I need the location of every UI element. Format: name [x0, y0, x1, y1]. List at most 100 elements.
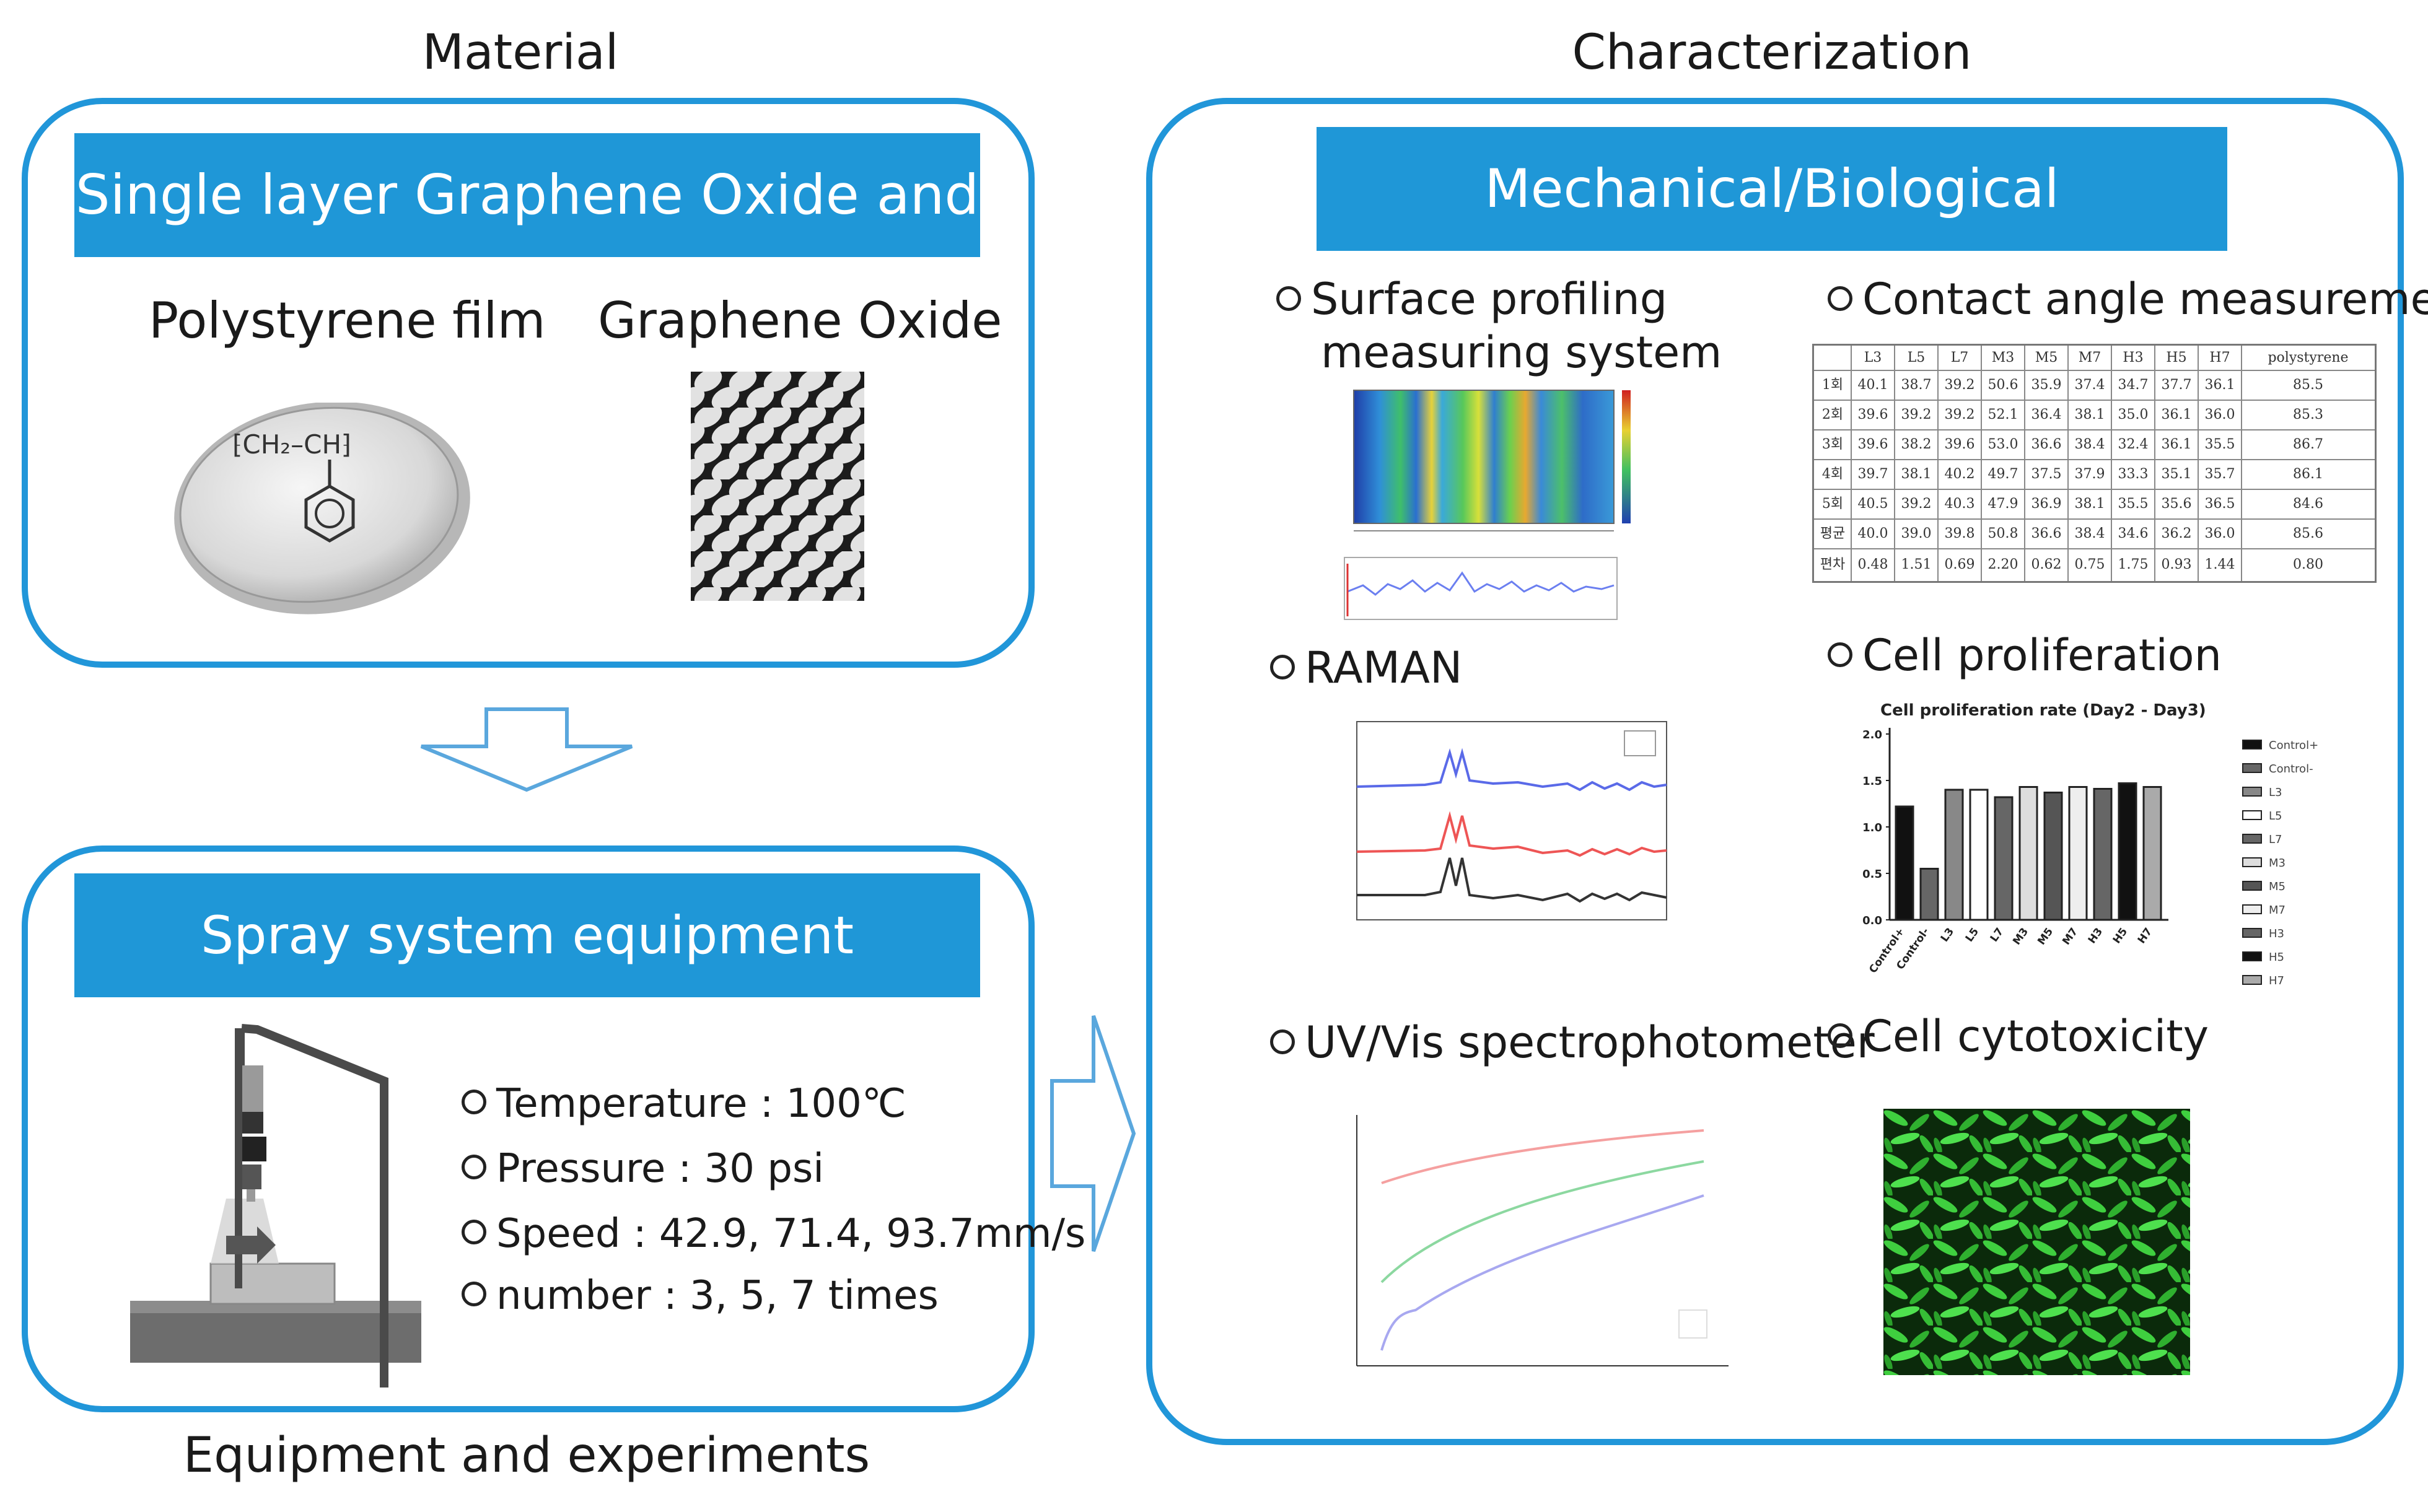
table-header-cell [1814, 346, 1851, 370]
table-cell: 2회 [1821, 407, 1844, 422]
legend-swatch [2242, 787, 2262, 797]
spec-pressure-text: Pressure : 30 psi [496, 1146, 825, 1192]
table-cell: 39.6 [1944, 437, 1975, 452]
bar-l3 [1944, 789, 1964, 921]
table-cell: 36.0 [2204, 526, 2235, 541]
table-cell: 38.4 [2074, 437, 2105, 452]
table-cell: 86.1 [2293, 466, 2323, 482]
table-header-cell: H7 [2209, 350, 2230, 365]
bullet-icon [1276, 286, 1301, 311]
table-cell: 85.3 [2293, 407, 2323, 422]
raman-label: RAMAN [1270, 641, 1462, 694]
spec-temperature-text: Temperature : 100℃ [496, 1081, 906, 1127]
surface-profiling-line1: Surface profiling [1311, 274, 1668, 325]
table-cell: 39.8 [1944, 526, 1975, 541]
bottom-caption: Equipment and experiments [183, 1428, 870, 1484]
bullet-icon [462, 1282, 486, 1307]
proliferation-chart-title: Cell proliferation rate (Day2 - Day3) [1880, 701, 2206, 720]
bullet-icon [1828, 286, 1852, 311]
characterization-banner: Mechanical/Biological characterization [1317, 127, 2227, 344]
table-cell: 36.1 [2161, 437, 2192, 452]
spray-equipment-illustration [130, 1024, 421, 1387]
table-header-cell: M7 [2078, 350, 2101, 365]
table-cell: 35.9 [2031, 377, 2062, 393]
bar-control- [1919, 868, 1939, 921]
legend-label: L7 [2269, 833, 2282, 846]
x-tick-label: M5 [2035, 925, 2056, 947]
table-cell: 40.5 [1857, 496, 1888, 512]
table-cell: 36.2 [2161, 526, 2192, 541]
y-tick-label: 1.5 [1862, 775, 1882, 788]
surface-profiling-label: Surface profiling [1276, 273, 1667, 326]
x-tick-label: L7 [1988, 925, 2006, 944]
table-header-cell: L5 [1907, 350, 1926, 365]
table-cell: 0.80 [2293, 557, 2323, 572]
x-tick-label: H7 [2136, 925, 2155, 946]
table-cell: 36.4 [2031, 407, 2062, 422]
table-cell: 5회 [1821, 496, 1844, 512]
cell-cytotoxicity-label: Cell cytotoxicity [1828, 1010, 2209, 1063]
table-cell: 38.1 [1901, 466, 1932, 482]
table-header-cell: H5 [2166, 350, 2187, 365]
bullet-icon [462, 1090, 486, 1115]
table-cell: 53.0 [1988, 437, 2018, 452]
legend-label: Control+ [2269, 739, 2318, 752]
table-cell: 36.5 [2204, 496, 2235, 512]
y-tick-label: 0.0 [1862, 914, 1882, 927]
table-cell: 36.9 [2031, 496, 2062, 512]
table-cell: 36.1 [2204, 377, 2235, 393]
table-cell: 1.51 [1901, 557, 1932, 572]
characterization-section-title: Characterization [1572, 25, 1972, 81]
x-tick-label: L3 [1939, 925, 1957, 944]
legend-swatch [2242, 763, 2262, 773]
table-cell: 38.1 [2074, 407, 2105, 422]
x-tick-label: L5 [1963, 925, 1981, 944]
table-cell: 40.1 [1857, 377, 1888, 393]
proliferation-bars [1895, 782, 2162, 921]
spec-number: number : 3, 5, 7 times [462, 1273, 939, 1319]
table-cell: 52.1 [1988, 407, 2018, 422]
bullet-icon [462, 1155, 486, 1180]
table-cell: 35.6 [2161, 496, 2192, 512]
x-tick-label: M3 [2010, 925, 2031, 947]
down-arrow-icon [420, 707, 633, 792]
bar-m7 [2068, 786, 2088, 921]
table-cell: 1회 [1821, 377, 1844, 393]
table-header-cell: L7 [1950, 350, 1969, 365]
x-tick-label: H5 [2111, 925, 2130, 946]
bar-m5 [2043, 792, 2063, 921]
table-cell: 35.7 [2204, 466, 2235, 482]
table-cell: 39.7 [1857, 466, 1888, 482]
table-cell: 36.6 [2031, 437, 2062, 452]
legend-label: L3 [2269, 786, 2282, 799]
legend-swatch [2242, 975, 2262, 985]
cell-cytotoxicity-image [1883, 1109, 2190, 1375]
spec-pressure: Pressure : 30 psi [462, 1146, 824, 1192]
legend-swatch [2242, 834, 2262, 844]
spec-temperature: Temperature : 100℃ [462, 1081, 906, 1127]
table-cell: 40.0 [1857, 526, 1888, 541]
legend-swatch [2242, 928, 2262, 938]
table-cell: 39.0 [1901, 526, 1932, 541]
y-tick-label: 2.0 [1862, 728, 1882, 741]
table-header-cell: M3 [1991, 350, 2015, 365]
uv-vis-text: UV/Vis spectrophotometer [1305, 1017, 1875, 1068]
table-cell: 3회 [1821, 437, 1844, 452]
table-cell: 37.5 [2031, 466, 2062, 482]
table-cell: 40.3 [1944, 496, 1975, 512]
table-cell: 0.48 [1857, 557, 1888, 572]
table-cell: 38.1 [2074, 496, 2105, 512]
legend-label: M7 [2269, 904, 2286, 917]
table-header-cell: H3 [2123, 350, 2144, 365]
table-header-cell: polystyrene [2268, 350, 2349, 365]
raman-spectrum-chart [1356, 721, 1667, 920]
characterization-panel [1146, 98, 2404, 1445]
table-header-cell: L3 [1864, 350, 1882, 365]
table-cell: 84.6 [2293, 496, 2323, 512]
spec-speed-text: Speed : 42.9, 71.4, 93.7mm/s [496, 1211, 1086, 1257]
material-section-title: Material [422, 25, 619, 81]
table-cell: 35.1 [2161, 466, 2192, 482]
bullet-icon [1828, 642, 1852, 667]
